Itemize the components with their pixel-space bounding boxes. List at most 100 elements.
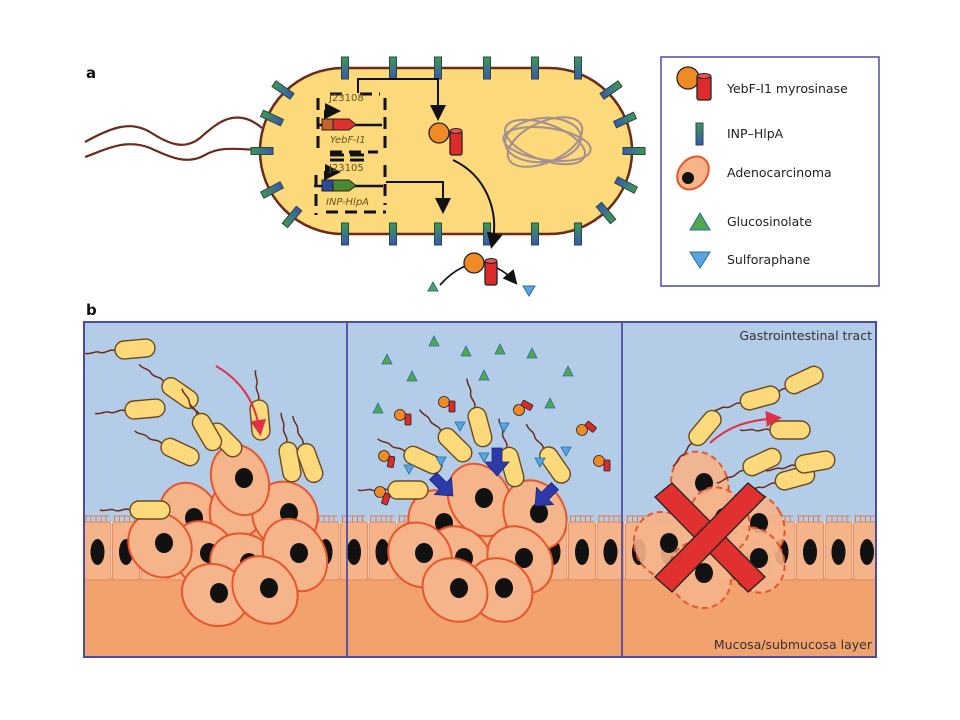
tumor-nucleus (415, 543, 433, 563)
inp-hlpa-anchor (389, 56, 397, 80)
flagellum (99, 508, 131, 512)
myrosinase-reaction (427, 252, 536, 297)
tumor-nucleus (290, 543, 308, 563)
sulforaphane (560, 446, 572, 457)
bacterial-cell-body (258, 66, 634, 236)
arrow-shape (484, 447, 510, 477)
sulforaphane (498, 422, 510, 433)
glucosinolate-icon (689, 212, 711, 231)
bacterium (716, 447, 782, 484)
epithelial-nucleus (575, 539, 589, 565)
flagellum (377, 438, 406, 453)
legend-item-adenocarcinoma: Adenocarcinoma (676, 155, 832, 191)
inp-hlpa-anchor (434, 222, 442, 246)
inp-hlpa-anchor (281, 205, 303, 229)
flagellum (672, 442, 693, 467)
expression-arrow-yebf (357, 78, 446, 121)
flagellum (292, 415, 304, 445)
myrosinase-domain (603, 459, 611, 472)
flagellum (716, 469, 744, 484)
legend: YebF-I1 myrosinase INP–HlpA Adenocarcino… (660, 56, 880, 287)
tumor-nucleus (660, 533, 678, 553)
glucosinolate (381, 353, 393, 365)
tumor-nucleus (695, 563, 713, 583)
arrow-shape (428, 471, 454, 497)
epithelial-nucleus (375, 539, 390, 565)
bacterial-cell (688, 409, 722, 447)
epithelial-nucleus (860, 539, 874, 565)
bacterial-cell (538, 446, 572, 484)
microvilli (826, 515, 850, 522)
bacterium (134, 430, 200, 467)
bacterial-cell (114, 338, 156, 360)
bacterium (278, 412, 302, 483)
gene-label-inp-hlpa: INP-HlpA (326, 197, 369, 208)
legend-label: Sulforaphane (727, 252, 811, 267)
glucosinolate-substrate (427, 280, 439, 292)
inp-hlpa-anchor (599, 80, 623, 100)
myrosinase-domain (381, 492, 391, 506)
sulforaphane-product (522, 285, 536, 297)
tumor-nucleus (210, 583, 228, 603)
molecules (372, 335, 611, 507)
sulforaphane (454, 421, 466, 432)
glucosinolate (478, 369, 490, 381)
nucleoid-dna (502, 116, 592, 168)
tumor-nucleus (515, 548, 533, 568)
flagellum (84, 116, 263, 146)
membrane-anchors (250, 56, 646, 246)
bacterium (711, 385, 781, 412)
flagellum (739, 428, 771, 432)
glucosinolate (494, 343, 506, 355)
gastrointestinal-tract-label: Gastrointestinal tract (739, 328, 872, 343)
myrosinase (394, 409, 412, 426)
myrosinase-domain (593, 455, 605, 467)
promoter-label-j23105: J23105 (328, 163, 364, 174)
sulforaphane (478, 452, 490, 463)
glucosinolate (406, 370, 418, 382)
bacterial-cell (387, 480, 429, 500)
expression-arrow-inp (386, 181, 451, 214)
tumor-cell (231, 555, 299, 625)
glucosinolate (428, 335, 440, 347)
flagellum (138, 363, 165, 382)
bacterium (357, 480, 429, 500)
flagellum (181, 388, 198, 415)
myrosinase (576, 420, 597, 436)
inp-hlpa-anchor (250, 147, 274, 155)
inp-hlpa-anchor (483, 222, 491, 246)
microvilli (797, 515, 822, 522)
inp-hlpa-anchor (612, 111, 638, 129)
glucosinolate (544, 397, 556, 409)
bacterium (765, 450, 836, 474)
flagellum (418, 409, 442, 432)
microvilli (569, 515, 594, 522)
epithelial-nucleus (603, 539, 618, 565)
bacterium (498, 418, 525, 488)
bacterial-cell (499, 446, 525, 488)
tumor-nucleus (750, 548, 768, 568)
tumor-nucleus (280, 503, 298, 523)
bacterium (672, 409, 722, 467)
myrosinase (593, 455, 611, 472)
flagellum (466, 378, 476, 408)
tumor-cell (421, 557, 489, 623)
myrosinase (438, 396, 456, 413)
myrosinase-domain (584, 420, 597, 433)
flagellum (525, 423, 545, 449)
legend-item-inp-hlpa: INP–HlpA (695, 122, 784, 146)
flagellum (254, 370, 260, 401)
bacterial-cell (124, 398, 166, 420)
legend-label: Adenocarcinoma (727, 165, 832, 180)
tumor-clusters (127, 443, 786, 628)
glucosinolate (372, 402, 384, 414)
microvilli (854, 515, 876, 522)
myrosinase-domain (520, 399, 534, 411)
inp-hlpa-anchor (531, 56, 539, 80)
bacterium (377, 438, 443, 475)
inp-hlpa-anchor (574, 222, 582, 246)
yebf-gene-segment (321, 118, 334, 131)
flagellum (280, 412, 288, 443)
inp-hlpa-anchor (531, 222, 539, 246)
